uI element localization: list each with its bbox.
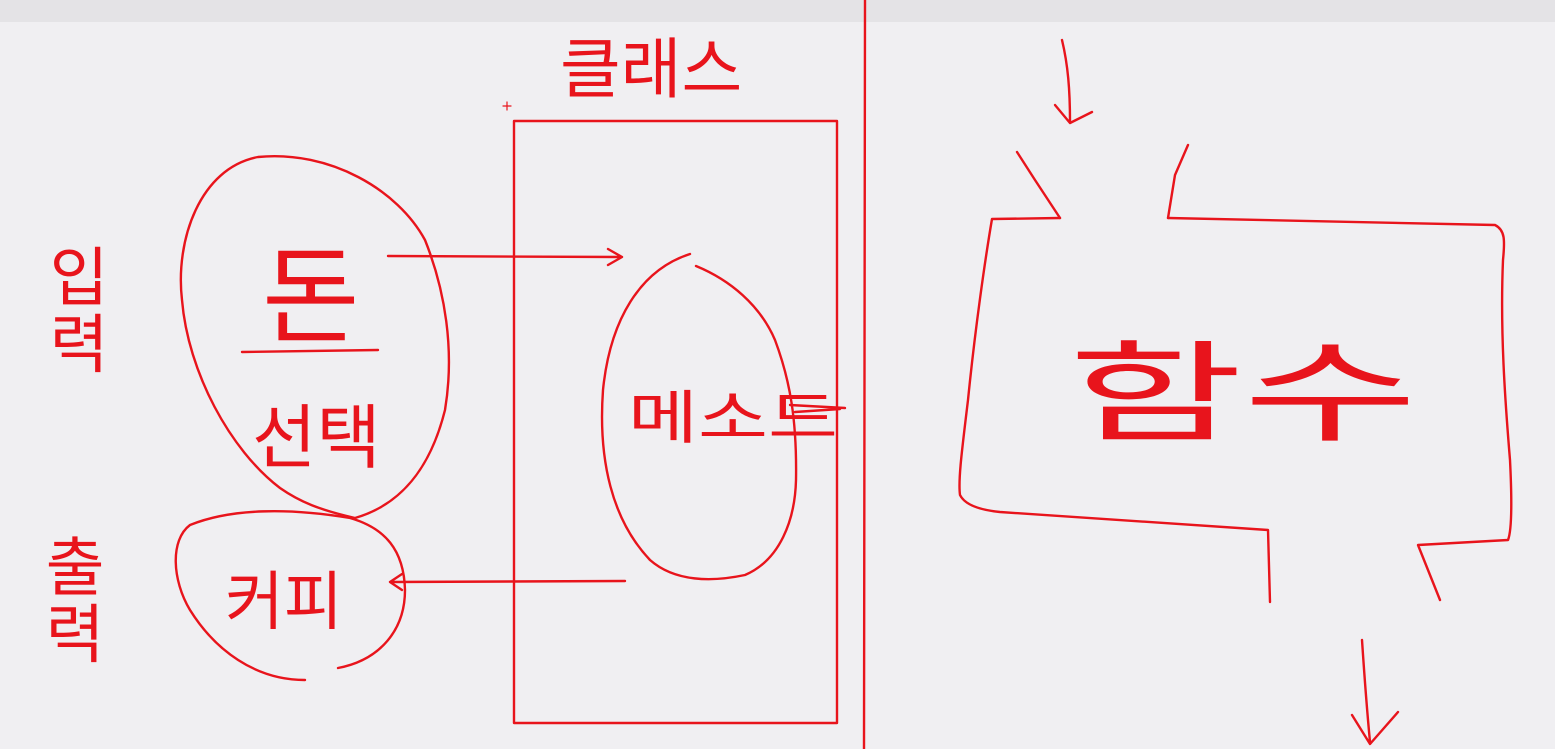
arrow-out-of-function <box>1350 638 1400 746</box>
function-input-funnel-right <box>1166 143 1190 220</box>
divider-line <box>862 0 867 749</box>
arrow-method-to-coffee <box>388 572 627 592</box>
method-label: 메소드 <box>628 384 838 452</box>
class-box <box>512 119 839 725</box>
money-underline <box>240 348 380 354</box>
method-egg <box>600 252 798 581</box>
output-label-char: 출 <box>46 532 105 606</box>
input-label-char: 력 <box>50 309 109 383</box>
coffee-label: 커피 <box>225 566 343 640</box>
method-strikethrough <box>788 403 847 414</box>
function-box <box>958 216 1272 604</box>
input-ellipse <box>179 155 451 520</box>
selection-label: 선택 <box>252 397 381 479</box>
arrow-money-to-method <box>386 247 624 267</box>
output-label-char: 력 <box>46 599 105 673</box>
money-label: 돈 <box>262 236 360 359</box>
function-label: 함수 <box>1068 330 1418 458</box>
function-box-right <box>1166 216 1513 602</box>
top-toolbar-strip <box>0 0 1555 22</box>
function-input-funnel-left <box>1015 150 1062 220</box>
class-title: 클래스 <box>560 31 742 108</box>
cursor-crosshair <box>502 101 512 111</box>
output-ellipse <box>174 510 407 682</box>
arrow-into-function <box>1053 38 1094 125</box>
input-label-char: 입 <box>50 242 109 316</box>
